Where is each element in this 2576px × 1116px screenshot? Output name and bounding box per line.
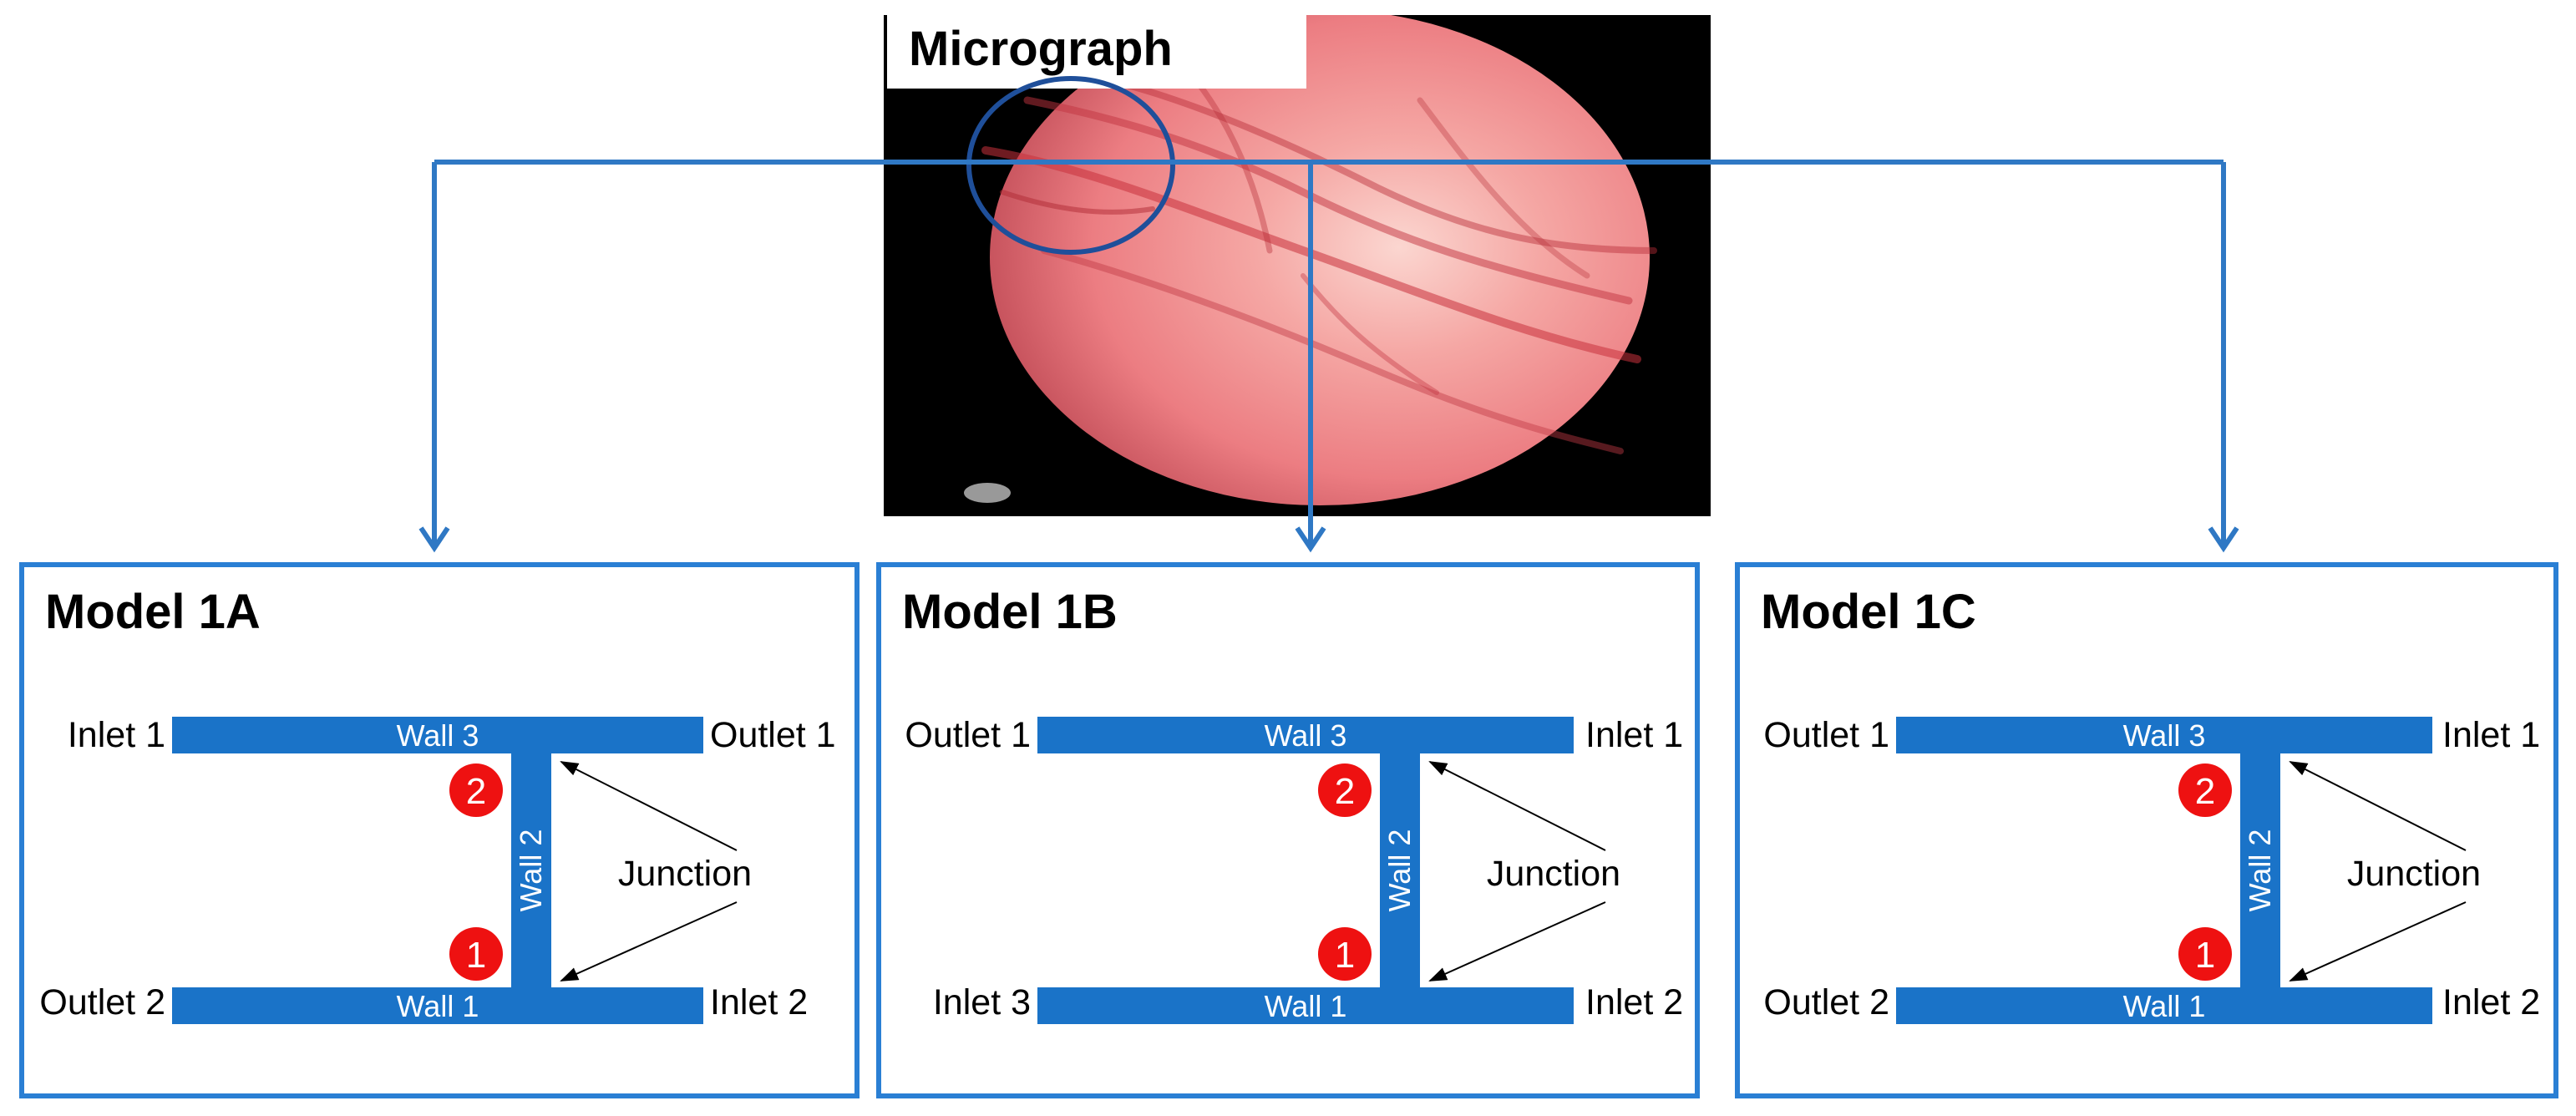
port-bottom-right-label: Inlet 2: [710, 982, 808, 1022]
marker-1-circle: [1318, 927, 1372, 981]
port-bottom-right-label: Inlet 2: [2442, 982, 2540, 1022]
port-bottom-left-label: Inlet 3: [933, 982, 1031, 1022]
marker-2-number: 2: [2195, 771, 2215, 812]
port-bottom-right-label: Inlet 2: [1585, 982, 1683, 1022]
port-top-left-label: Outlet 1: [1763, 715, 1889, 755]
model-1c-title: Model 1C: [1761, 585, 1976, 639]
micrograph: Micrograph: [884, 15, 1711, 516]
marker-1-circle: [449, 927, 503, 981]
micrograph-label: Micrograph: [909, 22, 1173, 76]
junction-arrow-lower: [560, 901, 738, 982]
port-top-right-label: Inlet 1: [1585, 715, 1683, 755]
wall-1-channel: [1896, 987, 2432, 1024]
connectors: [418, 160, 2239, 553]
model-1a-title: Model 1A: [45, 585, 261, 639]
wall-1-label: Wall 1: [2123, 989, 2206, 1023]
port-top-left-label: Outlet 1: [905, 715, 1031, 755]
marker-1: 1: [2178, 927, 2232, 981]
wall-2-label: Wall 2: [514, 829, 548, 912]
marker-2: 2: [449, 763, 503, 817]
model-1c-panel: Model 1C Wall 3 Wall 1 Wall 2 Outlet 1 Inlet …: [1735, 562, 2558, 1098]
wall-3-channel: [1896, 717, 2432, 753]
marker-2: 2: [1318, 763, 1372, 817]
wall-2-label: Wall 2: [2243, 829, 2277, 912]
wall-3-label: Wall 3: [1265, 718, 1347, 753]
junction-label: Junction: [1487, 854, 1620, 894]
wall-3-label: Wall 3: [397, 718, 479, 753]
arrowhead-model-1b: [1295, 526, 1326, 553]
wall-2-label: Wall 2: [1382, 829, 1417, 912]
wall-1-label: Wall 1: [397, 989, 479, 1023]
junction-arrow-lower: [1428, 901, 1606, 982]
marker-2-circle: [449, 763, 503, 817]
marker-1-circle: [2178, 927, 2232, 981]
marker-2-number: 2: [1335, 771, 1355, 812]
wall-3-channel: [172, 717, 703, 753]
port-top-left-label: Inlet 1: [68, 715, 165, 755]
micrograph-vessels: [981, 47, 1657, 454]
marker-2-circle: [1318, 763, 1372, 817]
marker-2-circle: [2178, 763, 2232, 817]
marker-1-number: 1: [1335, 935, 1355, 976]
junction-label: Junction: [2347, 854, 2481, 894]
wall-1-channel: [172, 987, 703, 1024]
marker-1-number: 1: [466, 935, 486, 976]
port-bottom-left-label: Outlet 2: [39, 982, 165, 1022]
wall-3-label: Wall 3: [2123, 718, 2206, 753]
wall-2-channel: [511, 717, 551, 1024]
junction-arrow-upper: [560, 761, 738, 851]
marker-2-number: 2: [466, 771, 486, 812]
model-panels: Model 1A Wall 3 Wall 1 Wall 2 Inlet 1 Outlet …: [19, 562, 2558, 1098]
model-1a-panel: Model 1A Wall 3 Wall 1 Wall 2 Inlet 1 Outlet …: [19, 562, 860, 1098]
wall-2-channel: [2240, 717, 2280, 1024]
focus-circle: [966, 76, 1175, 255]
wall-1-channel: [1037, 987, 1574, 1024]
junction-label: Junction: [618, 854, 752, 894]
marker-2: 2: [2178, 763, 2232, 817]
wall-1-label: Wall 1: [1265, 989, 1347, 1023]
wall-2-channel: [1380, 717, 1420, 1024]
arrowhead-model-1a: [418, 526, 450, 553]
port-top-right-label: Inlet 1: [2442, 715, 2540, 755]
marker-1: 1: [449, 927, 503, 981]
micrograph-label-box: [887, 15, 1306, 89]
port-top-right-label: Outlet 1: [710, 715, 836, 755]
port-bottom-left-label: Outlet 2: [1763, 982, 1889, 1022]
model-1b-panel: Model 1B Wall 3 Wall 1 Wall 2 Outlet 1 Inlet …: [876, 562, 1700, 1098]
wall-3-channel: [1037, 717, 1574, 753]
marker-1-number: 1: [2195, 935, 2215, 976]
junction-arrow-upper: [2289, 761, 2467, 851]
marker-1: 1: [1318, 927, 1372, 981]
model-1b-title: Model 1B: [902, 585, 1118, 639]
junction-arrow-lower: [2289, 901, 2467, 982]
arrowhead-model-1c: [2208, 526, 2239, 553]
junction-arrow-upper: [1428, 761, 1606, 851]
